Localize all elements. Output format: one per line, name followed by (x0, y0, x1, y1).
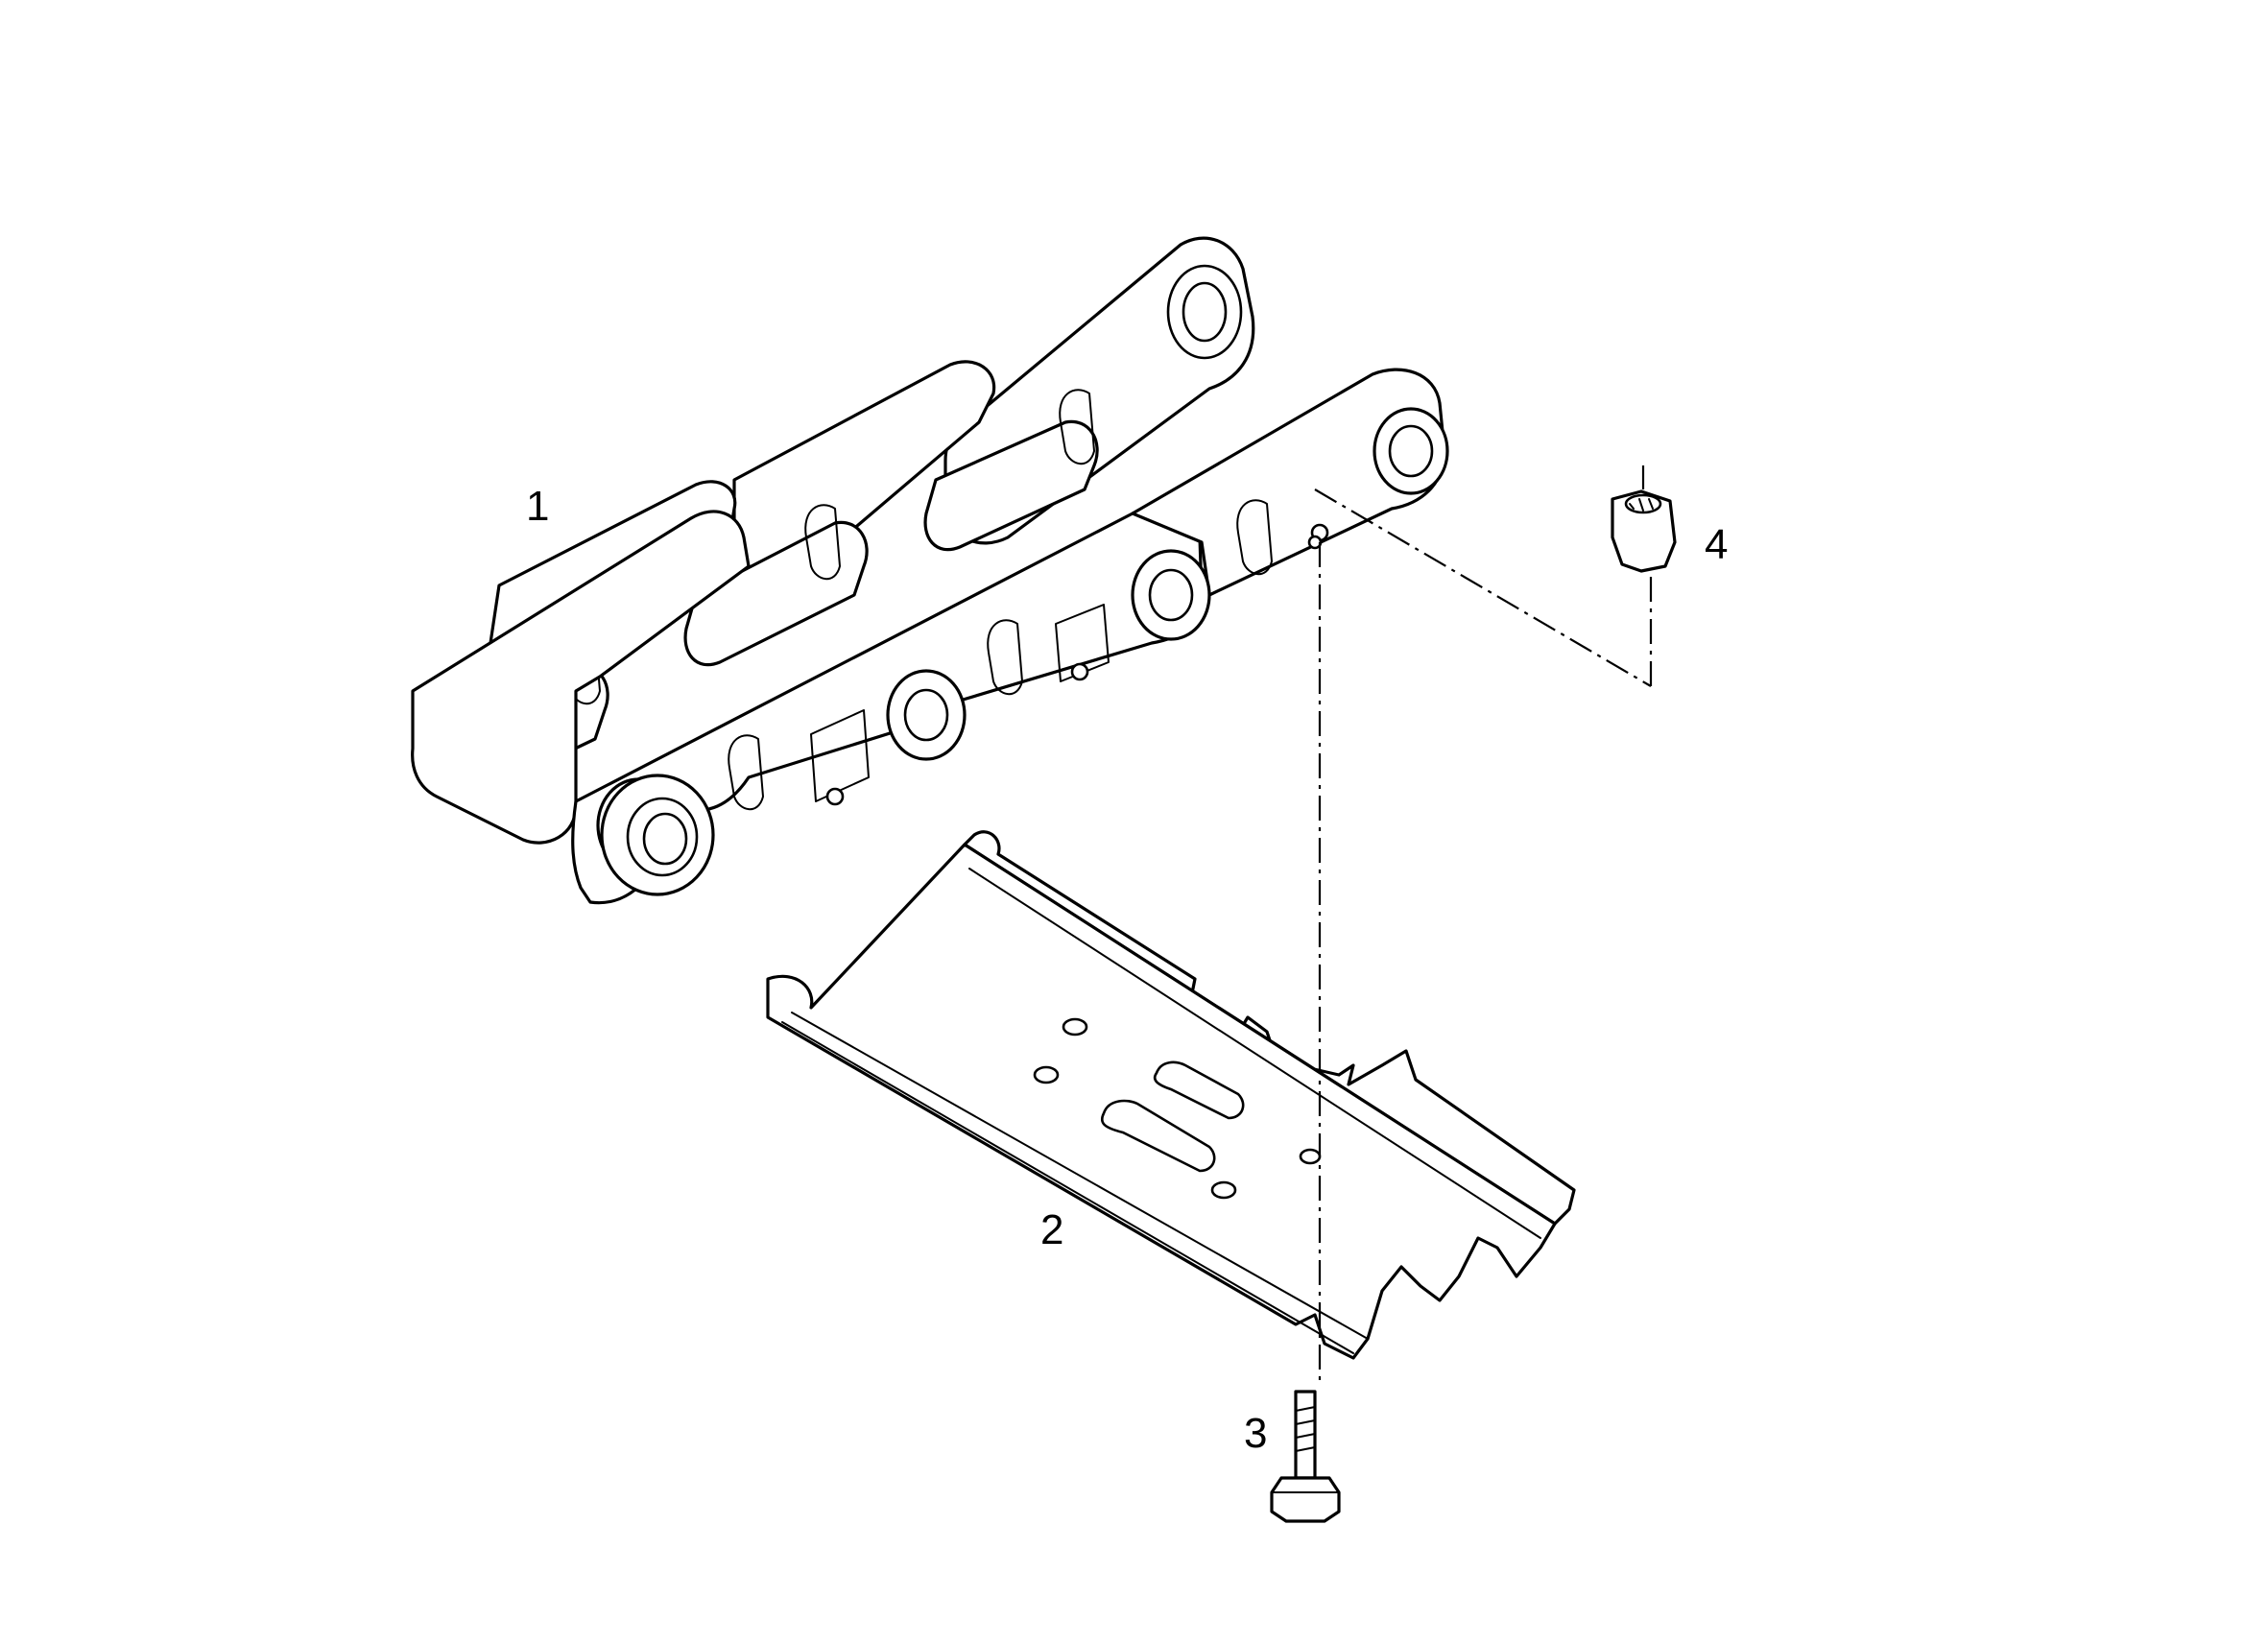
callout-2: 2 (1040, 1206, 1063, 1253)
bolt-thread (1295, 1406, 1316, 1452)
shoe-edge-line (791, 1012, 1369, 1340)
shoe-bolt-hole (1210, 1180, 1237, 1200)
shoe-plate (766, 843, 1557, 1360)
chain-bushing-bore (1182, 281, 1228, 343)
chain-bushing-3 (923, 419, 1099, 552)
shoe-bolt-hole (1299, 1148, 1322, 1165)
shoe-slot (1100, 1099, 1216, 1173)
chain-bushing-2 (683, 520, 869, 667)
track-shoe (766, 830, 1576, 1360)
shoe-bolt-hole (1033, 1065, 1060, 1084)
chain-window (810, 709, 870, 802)
shoe-bolt (1270, 1390, 1341, 1523)
chain-front-link-1 (411, 510, 751, 845)
chain-window (1236, 499, 1273, 576)
chain-window (728, 734, 764, 811)
callout-3: 3 (1244, 1410, 1267, 1457)
nut-thread (1629, 498, 1654, 512)
nut-body (1611, 489, 1677, 573)
chain-window (1059, 389, 1095, 465)
assembly-centerlines (1314, 465, 1653, 1387)
chain-bolt-hole (1070, 662, 1089, 681)
track-chain (411, 236, 1449, 905)
shoe-slot (1153, 1060, 1245, 1120)
shoe-nut (1611, 489, 1677, 573)
chain-window (987, 619, 1023, 696)
chain-bolt-hole (825, 787, 845, 806)
bolt-head (1270, 1476, 1341, 1523)
chain-window (804, 504, 841, 581)
chain-end-eye-inner (642, 812, 688, 866)
shoe-bolt-hole (1062, 1017, 1088, 1036)
callout-4: 4 (1705, 521, 1728, 568)
callout-1: 1 (526, 483, 549, 530)
chain-pin-face (1388, 424, 1434, 478)
chain-window (1055, 604, 1110, 682)
shoe-edge-line (968, 868, 1541, 1239)
chain-pin-face (1148, 568, 1194, 622)
nut-path-line (1314, 488, 1652, 687)
shoe-edge-line (781, 1021, 1354, 1354)
chain-pin-face (903, 688, 949, 742)
